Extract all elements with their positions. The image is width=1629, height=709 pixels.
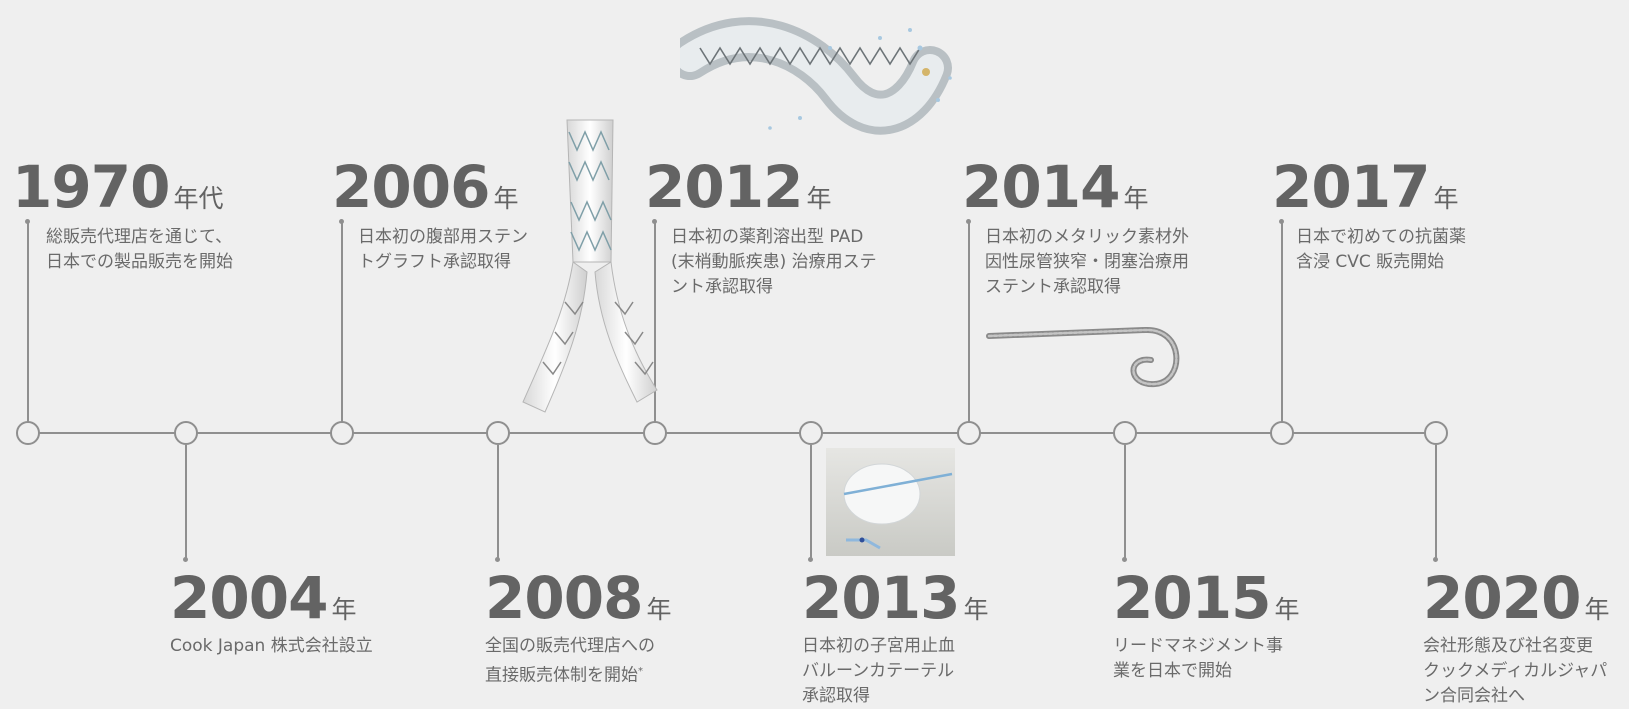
milestone-connector (1281, 222, 1283, 423)
year-number: 1970 (12, 153, 170, 221)
milestone-dot (1433, 557, 1438, 562)
year-suffix: 年 (646, 595, 672, 624)
milestone-description-text: 全国の販売代理店への 直接販売体制を開始 (485, 636, 655, 686)
milestone-description: リードマネジメント事 業を日本で開始 (1113, 636, 1283, 681)
year-number: 2006 (332, 153, 490, 221)
milestone-dot (339, 219, 344, 224)
milestone-description: 日本初の子宮用止血 バルーンカテーテル 承認取得 (802, 636, 955, 706)
milestone-description: 全国の販売代理店への 直接販売体制を開始* (485, 634, 725, 689)
stent-graft-image (522, 119, 658, 413)
milestone-dot (183, 557, 188, 562)
timeline-node (16, 421, 40, 445)
timeline-node (1270, 421, 1294, 445)
milestone-connector (341, 222, 343, 423)
year-suffix: 年 (1123, 184, 1149, 213)
milestone-description: 日本初の腹部用ステン トグラフト承認取得 (358, 227, 528, 272)
milestone-dot (1279, 219, 1284, 224)
timeline-node (1424, 421, 1448, 445)
year-suffix: 年代 (173, 184, 224, 213)
year-number: 2004 (170, 564, 328, 632)
ureteral-stent-image (986, 326, 1180, 388)
milestone-description: 総販売代理店を通じて、 日本での製品販売を開始 (46, 227, 233, 272)
year-suffix: 年 (1274, 595, 1300, 624)
timeline-node (486, 421, 510, 445)
milestone-dot (652, 219, 657, 224)
year-suffix: 年 (493, 184, 519, 213)
milestone-connector (810, 445, 812, 559)
milestone-description: 日本初の薬剤溶出型 PAD (末梢動脈疾患) 治療用ステ ント承認取得 (671, 227, 877, 297)
milestone-dot (808, 557, 813, 562)
timeline-node (643, 421, 667, 445)
year-number: 2013 (802, 564, 960, 632)
balloon-catheter-image (826, 448, 955, 556)
year-number: 2014 (962, 153, 1120, 221)
timeline-node (957, 421, 981, 445)
milestone-dot (1122, 557, 1127, 562)
milestone-description: 日本初のメタリック素材外 因性尿管狭窄・閉塞治療用 ステント承認取得 (985, 227, 1189, 297)
year-number: 2012 (645, 153, 803, 221)
year-suffix: 年 (1433, 184, 1459, 213)
year-number: 2017 (1272, 153, 1430, 221)
milestone-connector (1435, 445, 1437, 559)
timeline-axis (28, 432, 1436, 434)
timeline-node (799, 421, 823, 445)
year-suffix: 年 (963, 595, 989, 624)
year-number: 2008 (485, 564, 643, 632)
year-suffix: 年 (1584, 595, 1610, 624)
milestone-dot (966, 219, 971, 224)
milestone-description: 会社形態及び社名変更 クックメディカルジャパ ン合同会社へ (1423, 636, 1608, 706)
milestone-dot (25, 219, 30, 224)
milestone-connector (654, 222, 656, 423)
milestone-connector (968, 222, 970, 423)
drug-eluting-stent-image (680, 17, 952, 135)
milestone-description: Cook Japan 株式会社設立 (170, 636, 373, 656)
timeline-node (1113, 421, 1137, 445)
timeline-node (330, 421, 354, 445)
year-number: 2015 (1113, 564, 1271, 632)
year-suffix: 年 (806, 184, 832, 213)
footnote-mark: * (638, 666, 643, 677)
milestone-connector (497, 445, 499, 559)
year-suffix: 年 (331, 595, 357, 624)
milestone-description: 日本で初めての抗菌薬 含浸 CVC 販売開始 (1296, 227, 1466, 272)
milestone-connector (185, 445, 187, 559)
year-number: 2020 (1423, 564, 1581, 632)
timeline-node (174, 421, 198, 445)
milestone-dot (495, 557, 500, 562)
milestone-connector (1124, 445, 1126, 559)
milestone-connector (27, 222, 29, 423)
